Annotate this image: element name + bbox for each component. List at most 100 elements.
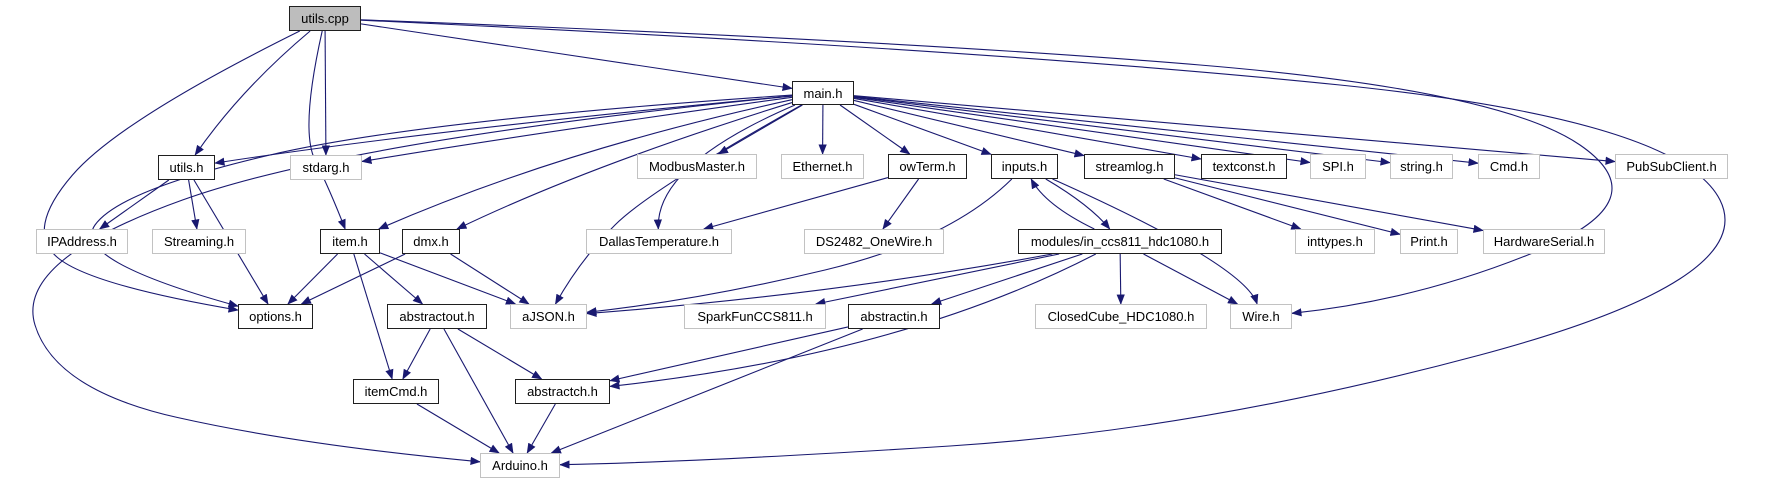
edge-owTerm_h-to-DS2482_OneWire_h (882, 178, 920, 230)
edge-utils_h-to-Streaming_h (188, 179, 200, 230)
graph-node-inputs_h[interactable]: inputs.h (991, 154, 1058, 179)
edge-utils_cpp-to-options_h (43, 30, 300, 313)
node-label: abstractin.h (860, 309, 928, 324)
node-label: DallasTemperature.h (599, 234, 719, 249)
node-label: Print.h (1410, 234, 1448, 249)
edge-main_h-to-Arduino_h (32, 95, 793, 465)
graph-node-abstractch_h[interactable]: abstractch.h (515, 379, 610, 404)
edge-streamlog_h-to-inttypes_h (1163, 178, 1302, 230)
node-label: Ethernet.h (792, 159, 853, 174)
edge-main_h-to-inputs_h (853, 103, 992, 155)
edge-itemCmd_h-to-Arduino_h (416, 403, 500, 454)
graph-node-utils_h[interactable]: utils.h (158, 155, 215, 180)
graph-node-options_h[interactable]: options.h (238, 304, 313, 329)
node-label: Streaming.h (163, 234, 235, 249)
edge-utils_cpp-to-stdarg_h (321, 30, 330, 156)
graph-node-modules_h[interactable]: modules/in_ccs811_hdc1080.h (1018, 229, 1222, 254)
edge-main_h-to-PubSubClient_h (853, 95, 1616, 165)
edge-main_h-to-item_h (377, 99, 793, 230)
graph-node-ClosedCube_HDC1080_h: ClosedCube_HDC1080.h (1035, 304, 1207, 329)
node-label: ModbusMaster.h (648, 159, 746, 174)
graph-node-textconst_h[interactable]: textconst.h (1201, 154, 1287, 179)
graph-node-Print_h: Print.h (1400, 229, 1458, 254)
edge-main_h-to-owTerm_h (839, 104, 911, 155)
node-label: options.h (249, 309, 302, 324)
node-label: item.h (332, 234, 368, 249)
edge-abstractin_h-to-abstractch_h (609, 326, 849, 383)
graph-node-Streaming_h: Streaming.h (152, 229, 246, 254)
node-label: modules/in_ccs811_hdc1080.h (1030, 234, 1210, 249)
graph-node-Cmd_h: Cmd.h (1478, 154, 1540, 179)
edge-main_h-to-options_h (91, 94, 793, 308)
node-label: aJSON.h (522, 309, 575, 324)
graph-node-Ethernet_h: Ethernet.h (781, 154, 864, 179)
edge-inputs_h-to-modules_h (1045, 178, 1111, 230)
graph-node-utils_cpp: utils.cpp (289, 6, 361, 31)
graph-node-owTerm_h[interactable]: owTerm.h (888, 154, 967, 179)
edge-modules_h-to-Wire_h (1143, 253, 1239, 305)
edge-main_h-to-dmx_h (456, 102, 793, 230)
edge-utils_h-to-IPAddress_h (98, 179, 170, 230)
edge-main_h-to-streamlog_h (853, 99, 1085, 158)
edge-main_h-to-string_h (853, 96, 1391, 166)
edge-modules_h-to-abstractin_h (930, 253, 1083, 305)
graph-node-abstractout_h[interactable]: abstractout.h (387, 304, 487, 329)
graph-node-Arduino_h: Arduino.h (480, 453, 560, 478)
node-label: utils.h (169, 160, 204, 175)
node-label: IPAddress.h (47, 234, 117, 249)
edge-modules_h-to-ClosedCube_HDC1080_h (1116, 253, 1125, 305)
node-label: ClosedCube_HDC1080.h (1047, 309, 1195, 324)
edge-dmx_h-to-aJSON_h (450, 253, 530, 305)
edge-item_h-to-abstractout_h (364, 253, 424, 305)
edge-main_h-to-ModbusMaster_h (717, 104, 803, 155)
edge-item_h-to-itemCmd_h (353, 253, 394, 380)
graph-node-itemCmd_h[interactable]: itemCmd.h (353, 379, 439, 404)
edge-abstractout_h-to-abstractch_h (457, 328, 543, 380)
node-label: main.h (803, 85, 843, 101)
node-label: PubSubClient.h (1626, 159, 1717, 174)
edge-utils_cpp-to-utils_h (194, 30, 311, 156)
graph-node-aJSON_h: aJSON.h (510, 304, 587, 329)
edge-modules_h-to-inputs_h (1030, 178, 1095, 230)
edge-group (32, 19, 1726, 469)
graph-node-abstractin_h[interactable]: abstractin.h (848, 304, 940, 329)
node-label: Cmd.h (1489, 159, 1529, 174)
node-label: Wire.h (1242, 309, 1280, 324)
graph-node-streamlog_h[interactable]: streamlog.h (1084, 154, 1175, 179)
graph-node-main_h[interactable]: main.h (792, 81, 854, 105)
node-label: streamlog.h (1095, 159, 1164, 174)
node-label: SPI.h (1322, 159, 1354, 174)
graph-node-SparkFunCCS811_h: SparkFunCCS811.h (684, 304, 826, 329)
graph-node-SPI_h: SPI.h (1310, 154, 1366, 179)
graph-node-PubSubClient_h: PubSubClient.h (1615, 154, 1728, 179)
graph-node-item_h[interactable]: item.h (320, 229, 380, 254)
edge-main_h-to-aJSON_h (554, 104, 802, 305)
graph-node-DallasTemperature_h: DallasTemperature.h (586, 229, 732, 254)
edge-item_h-to-aJSON_h (379, 252, 517, 305)
edge-abstractin_h-to-Arduino_h (550, 328, 863, 454)
edge-utils_cpp-to-main_h (360, 23, 793, 92)
node-label: Arduino.h (492, 458, 548, 473)
node-label: itemCmd.h (364, 384, 428, 399)
node-label: HardwareSerial.h (1493, 234, 1595, 249)
node-label: abstractch.h (527, 384, 598, 399)
node-label: SparkFunCCS811.h (697, 309, 813, 324)
graph-node-HardwareSerial_h: HardwareSerial.h (1483, 229, 1605, 254)
graph-node-Wire_h: Wire.h (1230, 304, 1292, 329)
graph-node-dmx_h[interactable]: dmx.h (402, 229, 460, 254)
node-label: string.h (1400, 159, 1443, 174)
edge-abstractout_h-to-itemCmd_h (402, 328, 431, 380)
edge-utils_cpp-to-Wire_h (360, 19, 1613, 317)
edge-utils_cpp-to-item_h (308, 30, 346, 230)
edge-modules_h-to-SparkFunCCS811_h (815, 253, 1060, 307)
edge-main_h-to-textconst_h (853, 97, 1202, 162)
edge-dmx_h-to-options_h (300, 253, 406, 305)
node-label: owTerm.h (899, 159, 956, 174)
edge-owTerm_h-to-DallasTemperature_h (702, 177, 889, 231)
graph-node-ModbusMaster_h: ModbusMaster.h (637, 154, 757, 179)
node-label: dmx.h (413, 234, 449, 249)
edge-main_h-to-utils_h (214, 95, 793, 166)
edge-abstractch_h-to-Arduino_h (526, 403, 556, 454)
edge-modules_h-to-abstractch_h (609, 253, 1097, 390)
